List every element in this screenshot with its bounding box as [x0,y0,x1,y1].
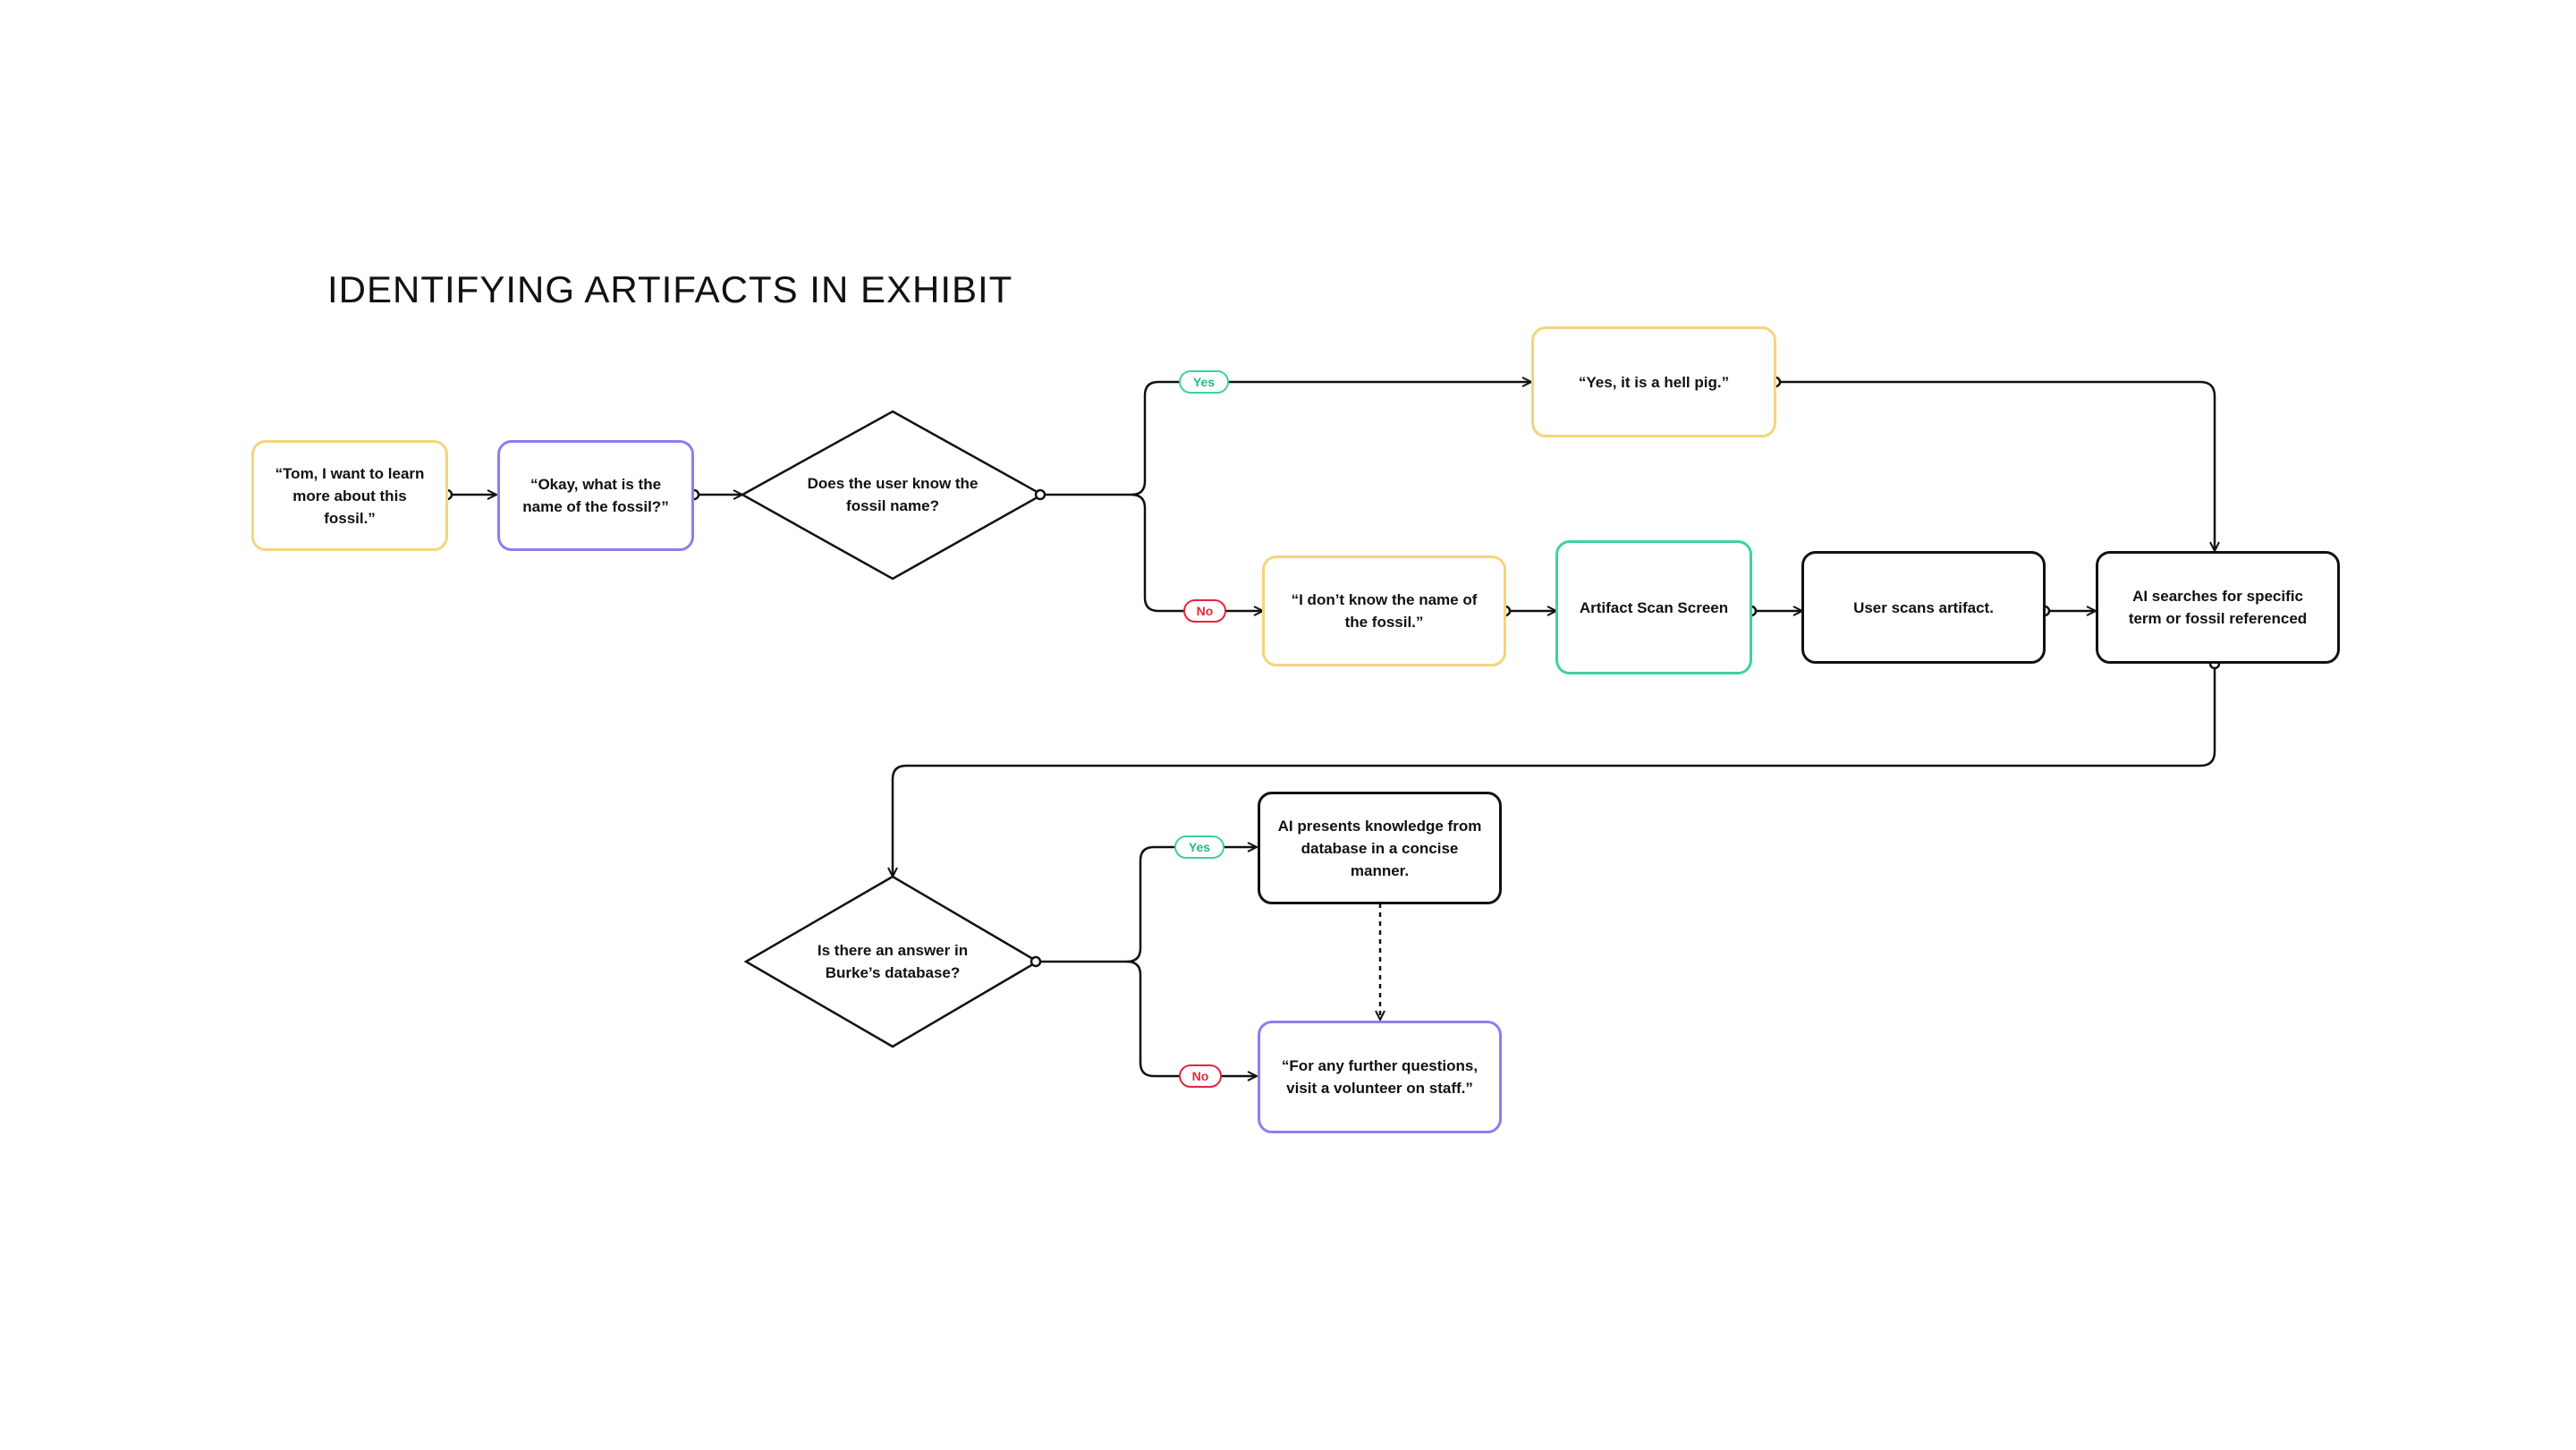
node-artifact-scan-screen: Artifact Scan Screen [1555,540,1752,674]
connector-yes2-branch [1126,847,1257,963]
diagram-title: IDENTIFYING ARTIFACTS IN EXHIBIT [327,268,1013,310]
decision-diamond-answer [743,875,1040,1048]
branch-label-yes-2: Yes [1174,835,1224,859]
connector-hellpig-to-ai-search [1775,380,2215,551]
branch-label-no-2: No [1179,1064,1222,1088]
node-further-questions: “For any further questions, visit a volu… [1258,1021,1502,1133]
node-tom-request: “Tom, I want to learn more about this fo… [251,440,448,551]
port-dot [1034,488,1046,501]
node-ai-presents: AI presents knowledge from database in a… [1258,792,1502,904]
decision-diamond-know-name [740,410,1045,581]
connector-no-branch [1131,493,1263,611]
decision-label-know-name: Does the user know the fossil name? [807,475,979,514]
port-dot [1030,955,1042,968]
branch-label-yes-1: Yes [1179,370,1229,394]
node-ask-name: “Okay, what is the name of the fossil?” [497,440,694,551]
node-ai-searches: AI searches for specific term or fossil … [2096,551,2340,664]
decision-label-answer: Is there an answer in Burke’s database? [817,942,969,981]
connector-ai-search-to-decision2 [893,664,2216,877]
node-yes-hell-pig: “Yes, it is a hell pig.” [1531,326,1776,437]
connector-yes-branch [1131,382,1531,496]
node-user-scans-artifact: User scans artifact. [1801,551,2046,664]
branch-label-no-1: No [1183,599,1226,623]
node-dont-know-name: “I don’t know the name of the fossil.” [1262,555,1506,666]
connector-no2-branch [1126,960,1257,1076]
